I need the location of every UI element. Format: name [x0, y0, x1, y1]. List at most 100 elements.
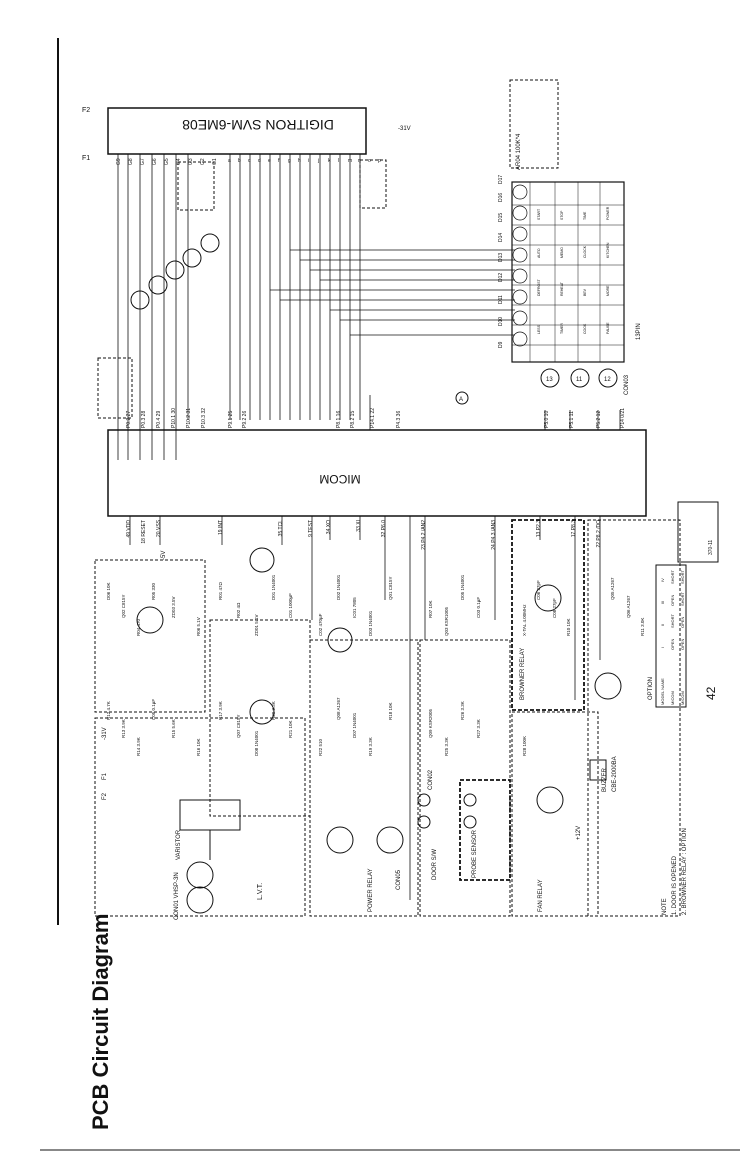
component-label: R26 3.3K [460, 701, 465, 720]
display-segment-label: a [228, 158, 231, 164]
page-title: PCB Circuit Diagram [40, 914, 113, 1130]
component-label: C03 0.1µF [476, 597, 481, 618]
component-label: ZD03 3.5V [171, 596, 176, 618]
d17-label: D17 [498, 175, 504, 184]
option-head-2: II [660, 624, 665, 626]
micom-pin-r7: P9.1 25 [228, 411, 234, 428]
con03-label: CON03 [624, 374, 630, 395]
sense-13-label: 13 [546, 377, 553, 383]
key-label: POWER [606, 206, 610, 220]
option-row1-name: MICOM [670, 691, 675, 705]
display-pin-f1: F1 [82, 155, 90, 162]
connector-1 [417, 793, 431, 807]
key-label: START [537, 208, 541, 220]
key-label: BEV [583, 288, 587, 296]
key-matrix [511, 181, 625, 363]
sensor-block [419, 639, 511, 917]
component-label: D08 1N4001 [254, 730, 259, 756]
component-label: Q02 C815Y [121, 594, 126, 618]
relay-driver-block [309, 639, 419, 917]
component-label: C06 27pF [536, 580, 541, 600]
sense-12-label: 12 [604, 377, 611, 383]
component-label: R20 3.3K [271, 701, 276, 720]
component-label: R21 10K [288, 720, 293, 738]
display-grid-label: G3 [188, 158, 194, 165]
rail-5v: -5V [161, 551, 167, 560]
relay-fan: FAN RELAY [538, 879, 544, 912]
power-supply-block [94, 717, 306, 917]
q02-transistor [136, 606, 164, 634]
component-label: Q07 C815Y [236, 714, 241, 738]
display-grid-label: G5 [164, 158, 170, 165]
micom-pin-test: 9 TEST [308, 520, 314, 537]
micom-ic [107, 429, 647, 517]
key-label: PAUSE [606, 322, 610, 334]
key-label: CLOCK [583, 245, 587, 258]
component-label: R04 470 [136, 618, 141, 636]
display-segment-label: d [258, 158, 261, 164]
micom-pin-r16: P14 0/21 [620, 408, 626, 428]
option-row2-name: MICOM [680, 691, 685, 705]
micom-pin-r1: P0.2 27 [126, 411, 132, 428]
component-label: R17 3.9K [218, 701, 223, 720]
component-label: R06 5.1V [196, 617, 201, 636]
micom-label: MICOM [319, 472, 360, 486]
keymatrix-resistors: AR04 100K*4 [516, 133, 522, 170]
relay-probe: PROBE SENSOR [472, 829, 478, 878]
q07-transistor [536, 786, 564, 814]
segment-bus [270, 249, 515, 336]
probe-sensor-box [459, 779, 511, 881]
display-segment-label: m [348, 158, 352, 164]
component-label: IC01 7805 [352, 597, 357, 618]
component-label: C08 27pF [552, 598, 557, 618]
reset-block [94, 559, 206, 713]
display-grid-label: G9 [116, 158, 122, 165]
display-segment-label: g [288, 158, 291, 164]
component-label: Q09 KSR2005 [428, 708, 433, 738]
component-label: C02 470µF [318, 613, 323, 636]
display-segment-label: h [298, 158, 301, 164]
key-matrix-diodes [512, 184, 528, 347]
display-segment-label: i [308, 158, 309, 164]
con02-label: CON02 [428, 769, 434, 790]
display-segment-label: b [238, 158, 241, 164]
d15-label: D15 [498, 213, 504, 222]
micom-upper-leads [369, 395, 621, 430]
buzzer [589, 759, 607, 781]
component-label: C05 0.1µF [151, 699, 156, 720]
sense-12 [598, 368, 618, 388]
key-matrix-grid [512, 182, 624, 362]
component-label: R19 3.3K [368, 737, 373, 756]
component-label: D05 1N4001 [460, 574, 465, 600]
component-label: R27 3.3K [476, 719, 481, 738]
note-line-1: 1. DOOR IS OPENED [672, 855, 678, 915]
key-label: DEFROST [537, 278, 541, 296]
micom-pin-r2: P0.3 28 [141, 411, 147, 428]
component-label: R22 510 [318, 738, 323, 756]
browner-relay-box [511, 519, 585, 711]
micom-pin-do: 22 P8.2 /DO [596, 520, 602, 548]
display-grid-label: G6 [152, 158, 158, 165]
component-label: Q08 A1267 [336, 697, 341, 720]
rail-f1: F1 [102, 772, 108, 780]
sense-13 [540, 368, 560, 388]
key-label: MORE [606, 285, 610, 296]
display-grid-label: G4 [176, 158, 182, 165]
micom-pin-r5: P10.2 31 [186, 408, 192, 428]
component-label: R12 4.7K [106, 701, 111, 720]
key-label: LESS [537, 324, 541, 334]
component-label: D01 1N4001 [271, 574, 276, 600]
micom-pin-an2: 23 P4.2 /AN2 [421, 520, 427, 550]
component-label: Q05 A1267 [610, 577, 615, 600]
key-label: KITCHEN [606, 242, 610, 258]
component-label: R10 10K [566, 618, 571, 636]
component-label: Q01 C815Y [388, 576, 393, 600]
display-segment-label: n [358, 158, 361, 164]
micom-pin-r13: P5.0 10 [544, 411, 550, 428]
option-row2-4: SHORT [680, 570, 685, 584]
component-label: R13 3.9K [121, 719, 126, 738]
component-label: R16 10K [196, 738, 201, 756]
display-pins [117, 154, 361, 460]
micom-pin-r8: P9.2 26 [242, 411, 248, 428]
